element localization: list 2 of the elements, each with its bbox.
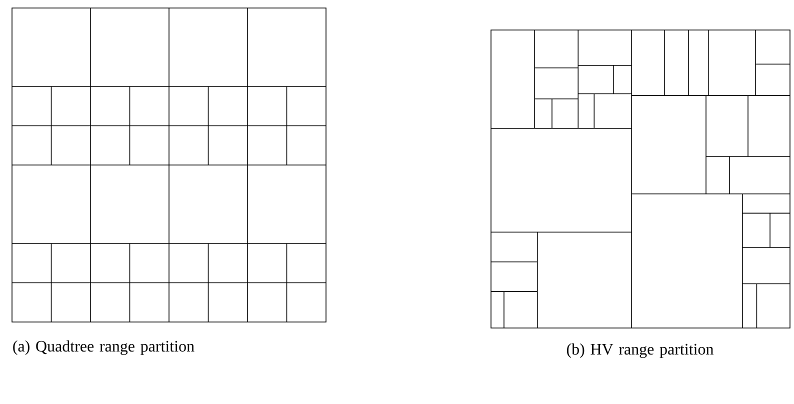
caption: (a) Quadtree range partition [13, 340, 194, 355]
caption: (b) HV range partition [566, 343, 714, 358]
